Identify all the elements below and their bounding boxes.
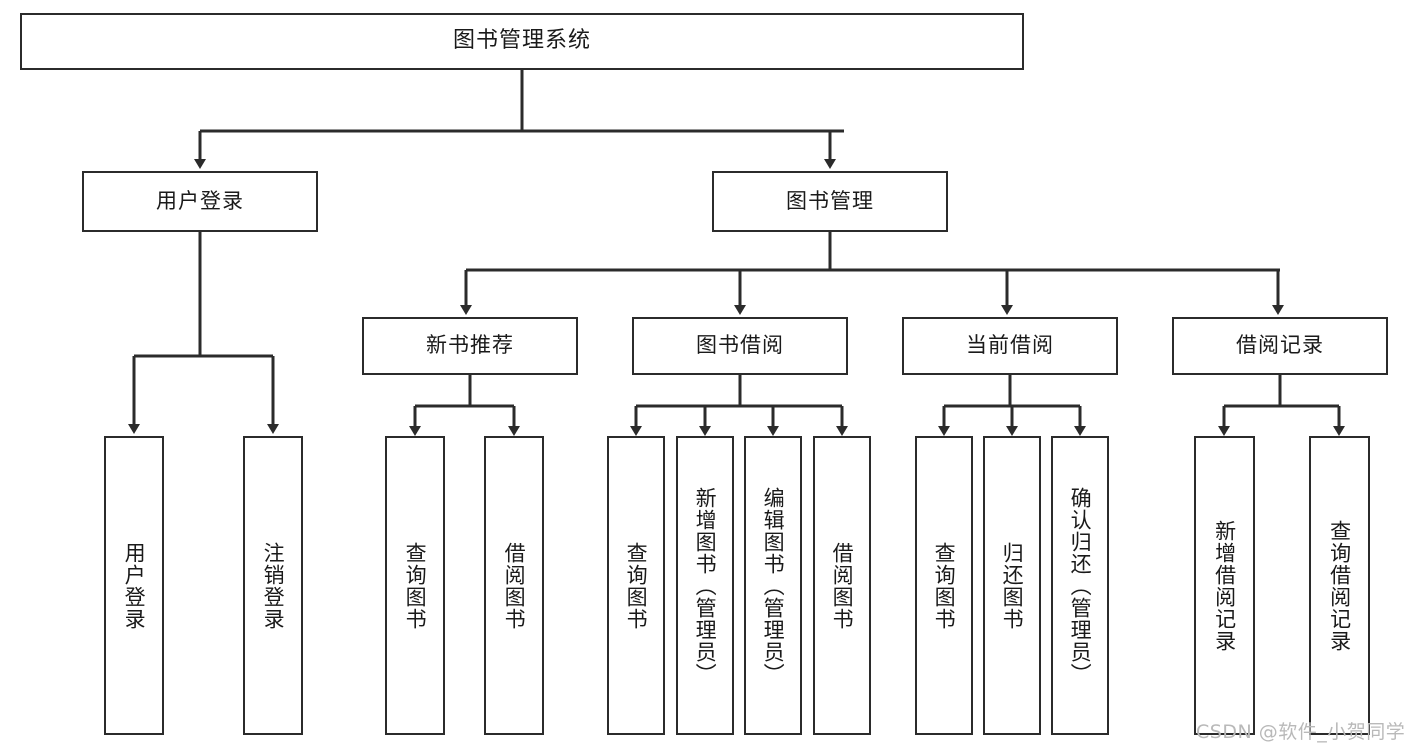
node-user-login[interactable]: 用户登录 xyxy=(82,171,318,232)
node-leaf-query-record-label: 查询借阅记录 xyxy=(1327,519,1352,652)
node-current-borrow[interactable]: 当前借阅 xyxy=(902,317,1118,375)
node-leaf-add-record-label: 新增借阅记录 xyxy=(1212,519,1237,652)
node-leaf-query-book-rec[interactable]: 查询图书 xyxy=(385,436,445,735)
node-book-manage-label: 图书管理 xyxy=(786,188,874,213)
node-leaf-edit-book[interactable]: 编辑图书（管理员） xyxy=(744,436,802,735)
node-leaf-return-book[interactable]: 归还图书 xyxy=(983,436,1041,735)
node-leaf-logout[interactable]: 注销登录 xyxy=(243,436,303,735)
node-leaf-add-record[interactable]: 新增借阅记录 xyxy=(1194,436,1255,735)
node-user-login-label: 用户登录 xyxy=(156,188,244,213)
node-leaf-query-book-label: 查询图书 xyxy=(624,541,649,630)
node-leaf-query-book-rec-label: 查询图书 xyxy=(403,541,428,630)
node-leaf-borrow-book[interactable]: 借阅图书 xyxy=(813,436,871,735)
node-leaf-query-book-cur[interactable]: 查询图书 xyxy=(915,436,973,735)
node-leaf-query-book[interactable]: 查询图书 xyxy=(607,436,665,735)
node-book-manage[interactable]: 图书管理 xyxy=(712,171,948,232)
node-leaf-user-login[interactable]: 用户登录 xyxy=(104,436,164,735)
node-leaf-query-record[interactable]: 查询借阅记录 xyxy=(1309,436,1370,735)
node-leaf-query-book-cur-label: 查询图书 xyxy=(932,541,957,630)
node-leaf-borrow-book-label: 借阅图书 xyxy=(830,541,855,630)
watermark: CSDN @软件_小贺同学 xyxy=(1196,721,1405,743)
node-current-borrow-label: 当前借阅 xyxy=(966,333,1054,358)
node-leaf-borrow-book-rec-label: 借阅图书 xyxy=(502,541,527,630)
node-borrow-record-label: 借阅记录 xyxy=(1236,333,1324,358)
node-book-borrow-label: 图书借阅 xyxy=(696,333,784,358)
node-leaf-user-login-label: 用户登录 xyxy=(122,541,147,630)
node-leaf-add-book[interactable]: 新增图书（管理员） xyxy=(676,436,734,735)
node-leaf-edit-book-label: 编辑图书（管理员） xyxy=(761,486,786,685)
node-new-book-rec-label: 新书推荐 xyxy=(426,333,514,358)
node-root-label: 图书管理系统 xyxy=(452,28,591,54)
node-borrow-record[interactable]: 借阅记录 xyxy=(1172,317,1388,375)
node-new-book-rec[interactable]: 新书推荐 xyxy=(362,317,578,375)
node-book-borrow[interactable]: 图书借阅 xyxy=(632,317,848,375)
node-leaf-logout-label: 注销登录 xyxy=(261,541,286,630)
node-leaf-confirm-return-label: 确认归还（管理员） xyxy=(1068,486,1093,685)
node-leaf-add-book-label: 新增图书（管理员） xyxy=(693,486,718,685)
node-leaf-confirm-return[interactable]: 确认归还（管理员） xyxy=(1051,436,1109,735)
node-root[interactable]: 图书管理系统 xyxy=(20,13,1024,70)
node-leaf-return-book-label: 归还图书 xyxy=(1000,541,1025,630)
node-leaf-borrow-book-rec[interactable]: 借阅图书 xyxy=(484,436,544,735)
